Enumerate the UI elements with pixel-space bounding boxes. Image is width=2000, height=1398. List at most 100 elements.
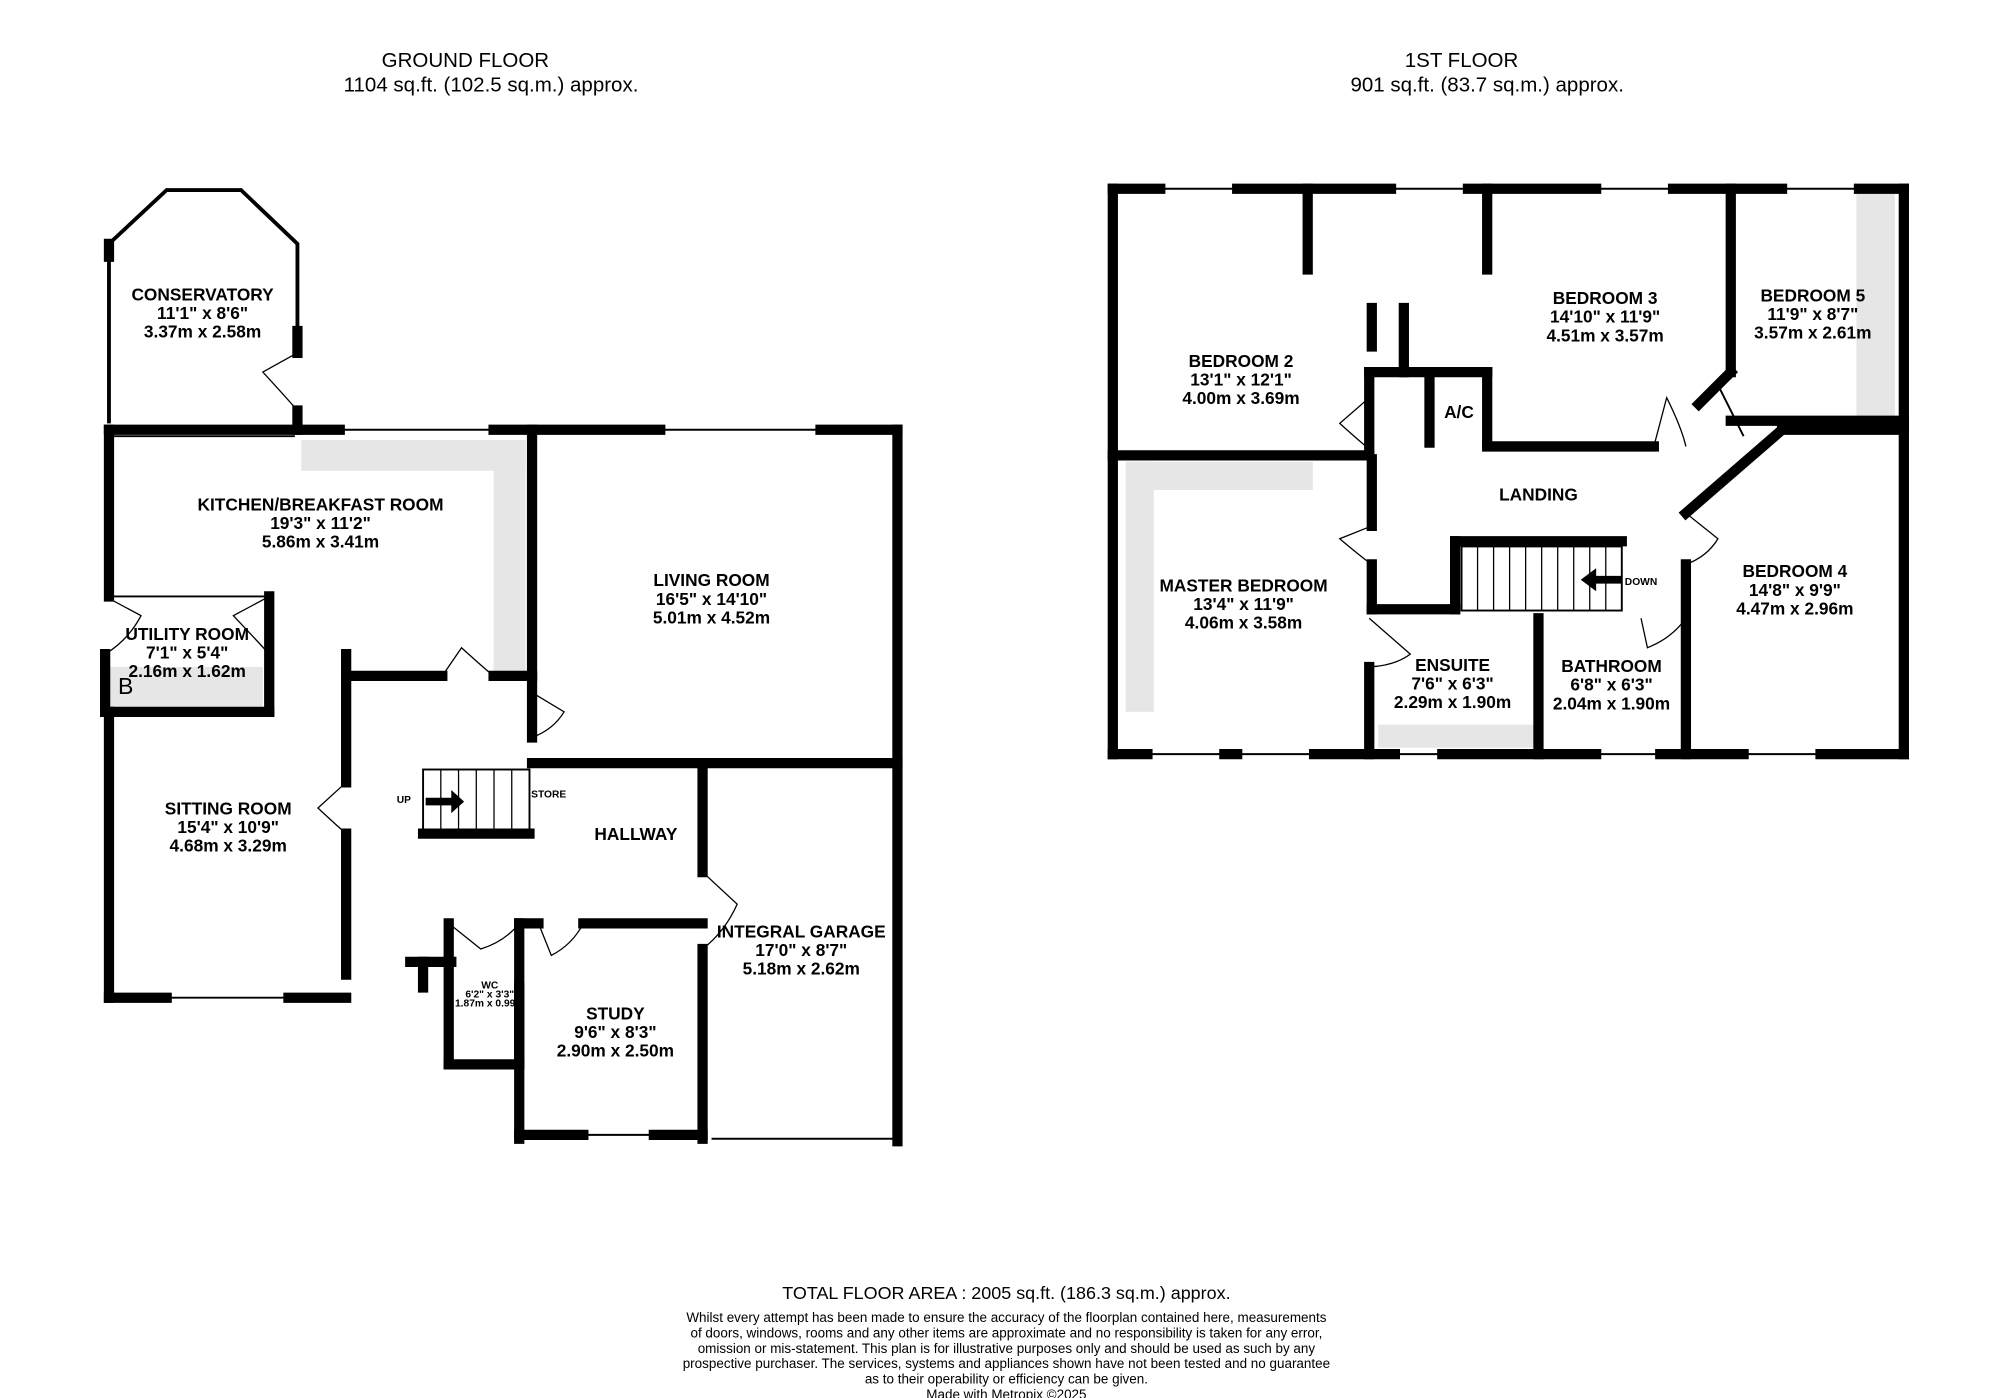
room-imperial: 13'1" x 12'1" — [1190, 370, 1292, 390]
room-name: BEDROOM 3 — [1553, 288, 1658, 308]
room-name: STUDY — [586, 1004, 645, 1024]
room-name: MASTER BEDROOM — [1160, 575, 1328, 595]
airing-cupboard-label: A/C — [1444, 402, 1474, 422]
room-imperial: 7'1" x 5'4" — [146, 643, 228, 663]
room-metric: 4.47m x 2.96m — [1736, 598, 1853, 618]
room-metric: 2.16m x 1.62m — [129, 661, 246, 681]
room-metric: 4.68m x 3.29m — [170, 836, 287, 856]
wall — [1691, 364, 1739, 412]
fitted-unit — [1856, 192, 1895, 421]
room-name: SITTING ROOM — [165, 798, 292, 818]
fitted-unit — [1125, 461, 1313, 491]
walls — [100, 183, 1909, 1147]
room-imperial: 15'4" x 10'9" — [177, 817, 279, 837]
wall — [1678, 422, 1790, 521]
room-imperial: 13'4" x 11'9" — [1193, 594, 1294, 614]
room-metric: 4.00m x 3.69m — [1182, 388, 1299, 408]
room-metric: 2.29m x 1.90m — [1394, 692, 1511, 712]
room-bedroom-2: BEDROOM 213'1" x 12'1"4.00m x 3.69m — [1182, 351, 1299, 408]
door — [232, 595, 270, 655]
room-metric: 5.18m x 2.62m — [743, 959, 860, 979]
conservatory-glazing — [107, 188, 300, 424]
room-bedroom-4: BEDROOM 414'8" x 9'9"4.47m x 2.96m — [1736, 561, 1853, 618]
room-imperial: 7'6" x 6'3" — [1411, 673, 1493, 693]
room-metric: 5.86m x 3.41m — [262, 532, 379, 552]
door — [261, 352, 298, 411]
room-wc: WC6'2" x 3'3"1.87m x 0.99m — [455, 981, 525, 1010]
room-hallway: HALLWAY — [594, 824, 677, 844]
door — [1368, 617, 1412, 668]
store-label: STORE — [531, 790, 566, 801]
room-name: INTEGRAL GARAGE — [717, 921, 886, 941]
disclaimer: Whilst every attempt has been made to en… — [683, 1310, 1330, 1387]
room-name: BEDROOM 5 — [1760, 286, 1865, 306]
room-imperial: 11'1" x 8'6" — [157, 303, 248, 323]
stairs-down-label: DOWN — [1625, 577, 1657, 588]
door — [531, 692, 565, 739]
ground-floor-title: GROUND FLOOR — [382, 49, 549, 72]
room-metric: 2.90m x 2.50m — [557, 1041, 674, 1061]
room-imperial: 16'5" x 14'10" — [656, 589, 767, 609]
room-metric: 3.37m x 2.58m — [144, 321, 261, 341]
fitted-unit — [1378, 724, 1535, 748]
door — [441, 646, 494, 677]
room-imperial: 9'6" x 8'3" — [574, 1022, 656, 1042]
door — [1653, 395, 1687, 447]
disclaimer-line: omission or mis-statement. This plan is … — [698, 1341, 1316, 1356]
boiler-label: B — [118, 673, 133, 699]
room-metric: 3.57m x 2.61m — [1754, 323, 1871, 343]
fitted-unit — [1125, 461, 1154, 712]
disclaimer-line: of doors, windows, rooms and any other i… — [690, 1325, 1322, 1340]
room-imperial: 6'2" x 3'3" — [465, 990, 514, 1001]
room-landing: LANDING — [1499, 484, 1578, 504]
arrow-left-icon — [1580, 568, 1622, 592]
disclaimer-line: Whilst every attempt has been made to en… — [686, 1310, 1326, 1325]
first-floor-area: 901 sq.ft. (83.7 sq.m.) approx. — [1350, 73, 1623, 96]
room-name: WC — [481, 981, 499, 992]
room-metric: 2.04m x 1.90m — [1553, 693, 1670, 713]
first-floor-title: 1ST FLOOR — [1405, 49, 1519, 72]
room-imperial: 19'3" x 11'2" — [270, 513, 371, 533]
door — [537, 923, 584, 957]
room-name: BATHROOM — [1561, 656, 1662, 676]
room-imperial: 14'8" x 9'9" — [1749, 580, 1841, 600]
room-imperial: 14'10" x 11'9" — [1550, 307, 1660, 327]
room-name: BEDROOM 4 — [1742, 561, 1847, 581]
door — [317, 781, 347, 835]
room-name: KITCHEN/BREAKFAST ROOM — [198, 495, 444, 515]
door — [1640, 617, 1687, 649]
fitted-unit — [493, 440, 526, 678]
stairs-up-label: UP — [397, 795, 411, 806]
room-bedroom-3: BEDROOM 314'10" x 11'9"4.51m x 3.57m — [1546, 288, 1663, 345]
fitted-unit — [108, 666, 263, 708]
arrow-right-icon — [425, 790, 465, 814]
room-name: LANDING — [1499, 484, 1578, 504]
ground-floor-area: 1104 sq.ft. (102.5 sq.m.) approx. — [344, 73, 639, 96]
room-imperial: 11'9" x 8'7" — [1767, 304, 1858, 324]
door — [1338, 397, 1370, 450]
room-metric: 4.06m x 3.58m — [1185, 612, 1302, 632]
door — [104, 595, 142, 655]
room-metric: 5.01m x 4.52m — [653, 607, 770, 627]
door — [1338, 525, 1373, 565]
room-name: ENSUITE — [1415, 655, 1490, 675]
room-name: UTILITY ROOM — [125, 624, 249, 644]
room-name: LIVING ROOM — [653, 570, 769, 590]
room-metric: 4.51m x 3.57m — [1546, 325, 1663, 345]
disclaimer-line: as to their operability or efficiency ca… — [865, 1372, 1148, 1387]
total-floor-area: TOTAL FLOOR AREA : 2005 sq.ft. (186.3 sq… — [782, 1283, 1230, 1303]
fitted-unit — [301, 440, 526, 471]
room-name: CONSERVATORY — [131, 284, 274, 304]
door — [448, 922, 520, 950]
room-imperial: 17'0" x 8'7" — [755, 940, 847, 960]
room-name: HALLWAY — [594, 824, 677, 844]
room-name: BEDROOM 2 — [1189, 351, 1294, 371]
